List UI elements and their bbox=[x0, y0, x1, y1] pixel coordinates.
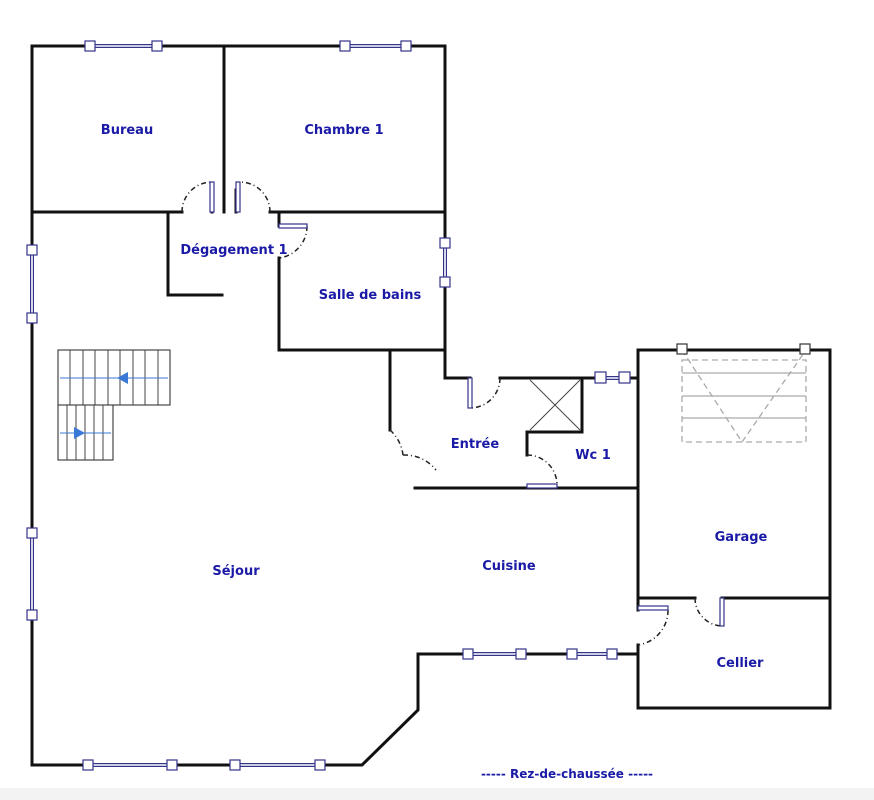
room-label-cellier: Cellier bbox=[717, 656, 765, 671]
plan-caption: ----- Rez-de-chaussée ----- bbox=[481, 767, 653, 781]
room-label-sejour: Séjour bbox=[212, 564, 260, 579]
staircase bbox=[57, 349, 171, 461]
bottom-strip bbox=[0, 788, 874, 800]
wc-shaft bbox=[529, 379, 581, 431]
windows bbox=[26, 40, 631, 771]
room-label-degagement-1: Dégagement 1 bbox=[180, 243, 287, 258]
room-label-chambre-1: Chambre 1 bbox=[304, 123, 383, 138]
room-label-cuisine: Cuisine bbox=[482, 559, 536, 574]
doors bbox=[181, 181, 725, 646]
room-label-bureau: Bureau bbox=[101, 123, 153, 138]
room-label-salle-de-bains: Salle de bains bbox=[319, 288, 422, 303]
room-label-entree: Entrée bbox=[451, 437, 500, 452]
room-label-garage: Garage bbox=[715, 530, 768, 545]
stair-arrow-icon bbox=[74, 427, 85, 439]
room-labels: Bureau Chambre 1 Dégagement 1 Salle de b… bbox=[101, 123, 768, 781]
stair-arrow-icon bbox=[117, 372, 128, 384]
garage-stair-ghost bbox=[676, 343, 811, 444]
room-label-wc-1: Wc 1 bbox=[575, 448, 611, 463]
